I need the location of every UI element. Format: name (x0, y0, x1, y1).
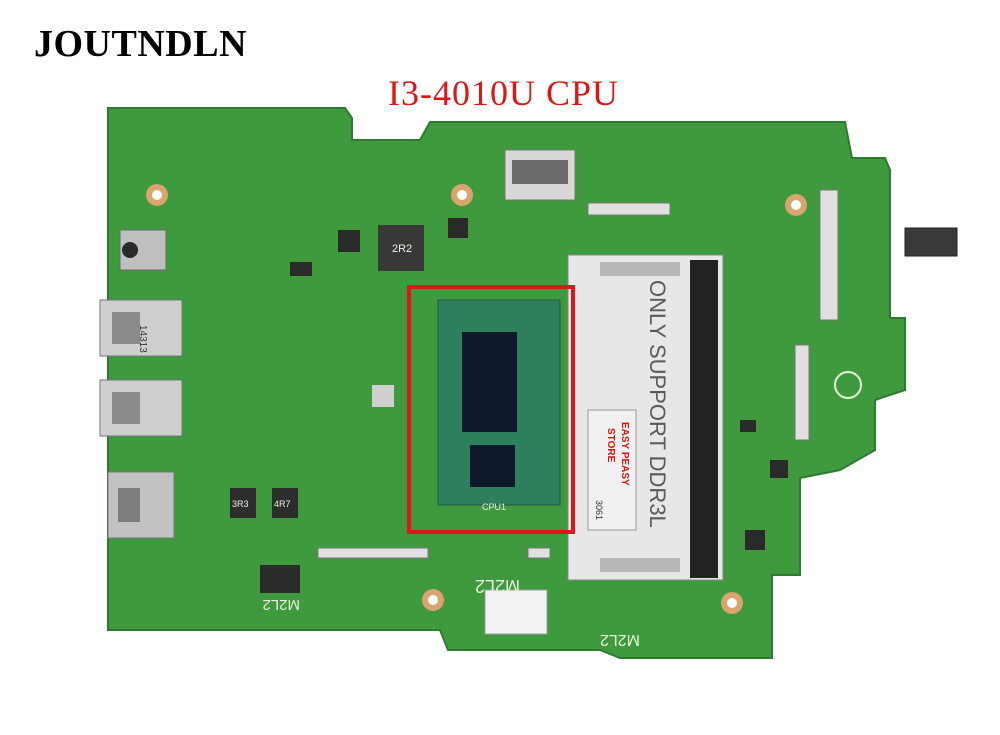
brand-title: JOUTNDLN (34, 23, 248, 65)
store-sticker (587, 409, 637, 531)
usb-chip-label: 14313 (137, 325, 148, 353)
cpu-subtitle: I3-4010U CPU (388, 73, 620, 113)
components: 2R2 3R3 4R7 14313 (137, 218, 788, 635)
ram-slot: ONLY SUPPORT DDR3L EASY PEASY STORE 3061 (567, 254, 724, 581)
silk-m2l2-mid: M2L2 (475, 576, 520, 596)
mounting-holes (146, 184, 807, 614)
ram-note: ONLY SUPPORT DDR3L (645, 280, 670, 528)
inductor-label-a: 2R2 (392, 243, 412, 255)
e1-mark (834, 371, 862, 399)
left-ports (99, 229, 183, 539)
cpu-label: CPU1 (482, 502, 506, 512)
cpu-highlight-box (407, 285, 575, 534)
inductor-label-c: 4R7 (274, 499, 291, 509)
sticker-line-3: 3061 (594, 500, 604, 520)
silk-m2l2-right: M2L2 (600, 631, 640, 648)
sticker-line-2: STORE (605, 428, 616, 463)
sticker-line-1: EASY PEASY (619, 422, 630, 486)
silk-m2l2-left: M2L2 (262, 596, 300, 613)
battery-connector (504, 149, 576, 201)
hdmi-port (107, 471, 175, 539)
inductor-label-b: 3R3 (232, 499, 249, 509)
ribbon-connectors (260, 189, 958, 593)
cpu-package: CPU1 (437, 299, 561, 512)
